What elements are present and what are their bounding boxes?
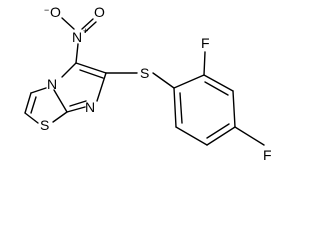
atom-nitro-nitrogen: N (72, 29, 82, 45)
bond-bridge-n-c5 (61, 62, 77, 78)
bond-c5-nitro-n (75, 43, 79, 64)
bond-bridge-n-c3 (30, 87, 47, 94)
bond-c2-thiazole-s (24, 112, 39, 124)
atom-nitro-oxygen-charge: − (44, 5, 49, 15)
bond-n-o-double-b (84, 21, 97, 33)
bond-ar2-fluorine (203, 51, 206, 76)
bond-ar4-ar5-b (206, 123, 230, 139)
bond-ar6-ar1-b (179, 92, 183, 124)
bond-thioether-s-aryl (152, 72, 175, 89)
bond-c7a-bridge-n (53, 89, 68, 113)
bond-n-o-minus (61, 17, 75, 30)
bonds (24, 17, 265, 146)
bond-ar6-ar1-a (173, 87, 177, 128)
molecule-canvas: O − O N + N N S S F F (24, 4, 272, 163)
bond-n-o-double-a (81, 18, 94, 30)
atom-nitro-oxygen-double: O (94, 4, 105, 20)
bond-c5-c6-b (79, 69, 104, 79)
bond-ar3-ar4 (232, 90, 236, 128)
atom-ring-nitrogen: N (85, 99, 95, 115)
bond-ar2-ar3-a (203, 74, 234, 92)
atom-bridgehead-nitrogen: N (47, 76, 57, 92)
structure-diagram: O − O N + N N S S F F (24, 4, 272, 163)
atom-labels: O − O N + N N S S F F (40, 4, 272, 163)
bond-ar5-ar6 (175, 126, 208, 146)
bond-ar2-ar3-b (204, 81, 229, 96)
bond-ar4-fluorine (234, 126, 265, 146)
atom-nitro-nitrogen-charge: + (83, 26, 88, 36)
bond-c3-c2-b (30, 96, 37, 114)
bond-c6-ring-n (96, 72, 107, 102)
atom-thioether-sulfur: S (140, 65, 149, 81)
bond-thiazole-s-c7a (52, 111, 68, 123)
bond-ring-n-c7a-a (66, 106, 86, 113)
bond-ar4-ar5-a (206, 126, 236, 146)
atom-nitro-oxygen-anion: O (50, 4, 61, 20)
bond-c5-c6-a (75, 62, 107, 74)
bond-ring-n-c7a-b (69, 100, 87, 107)
atom-fluorine-ortho: F (201, 35, 210, 51)
bond-ar1-ar2 (173, 74, 205, 89)
atom-fluorine-para: F (263, 147, 272, 163)
bond-c3-c2-a (24, 92, 32, 114)
atom-thiazole-sulfur: S (40, 117, 49, 133)
